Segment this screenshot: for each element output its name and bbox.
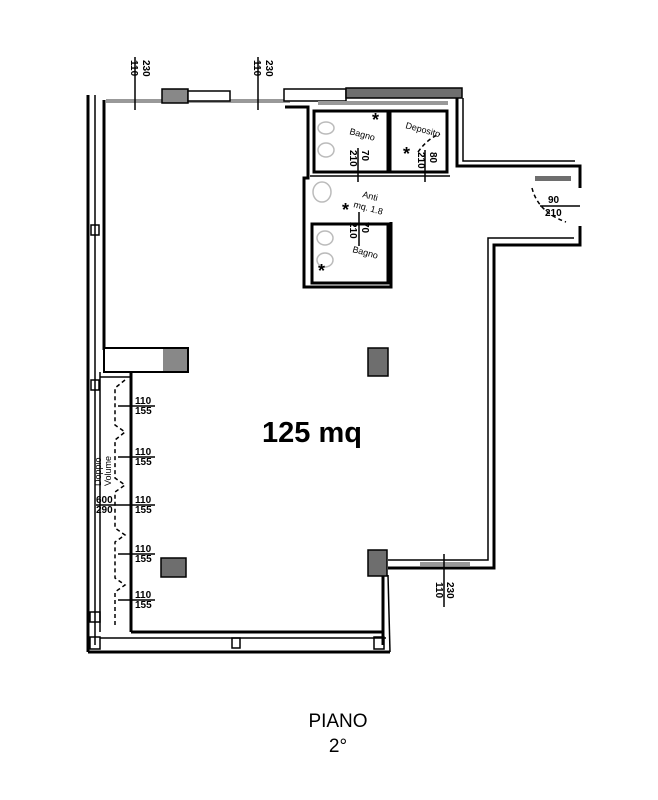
floor-label: PIANO	[308, 711, 367, 732]
dim-value: 290	[96, 505, 113, 516]
area-label: 125 mq	[262, 417, 362, 449]
dim-value: 155	[135, 457, 152, 468]
door-dimension-bagno-bottom: 210 70	[347, 212, 370, 246]
door-dimension-deposito: 210 80	[415, 150, 438, 182]
room-area-anti: mq. 1.8	[352, 199, 384, 216]
floor-number: 2°	[329, 736, 347, 757]
door-dimension-bagno-top: 210 70	[347, 148, 370, 182]
dim-value: 210	[347, 150, 358, 167]
pillar	[367, 347, 389, 377]
dim-value: 110	[135, 495, 152, 506]
dim-value: 110	[135, 447, 152, 458]
svg-text:110: 110	[128, 60, 139, 77]
dim-value: 155	[135, 554, 152, 565]
dim-value: 110	[251, 60, 262, 77]
service-block: * * * *	[285, 105, 450, 289]
dim-value: 70	[359, 150, 370, 162]
dim-value: 110	[135, 590, 152, 601]
dim-value: 70	[359, 222, 370, 234]
dim-value: 230	[444, 582, 455, 599]
dim-value: 80	[427, 152, 438, 164]
left-exterior-wall	[86, 95, 106, 652]
bottom-exterior-wall	[88, 630, 390, 654]
top-wall	[106, 87, 463, 105]
dim-value: 210	[545, 208, 562, 219]
bottom-right-window-dimension: 110 230	[420, 554, 470, 607]
room-label-doppio: Doppio	[93, 457, 103, 486]
dim-value: 90	[548, 195, 560, 206]
dim-value: 230	[140, 60, 151, 77]
entrance-door-dimension: 90 210	[540, 195, 580, 219]
dim-value: 110	[135, 396, 152, 407]
dim-value: 155	[135, 406, 152, 417]
dim-value: 110	[433, 582, 444, 599]
top-window-2-dimension: 110 230	[251, 57, 274, 110]
top-window-1-dimension: 110 230	[128, 57, 151, 110]
dim-value: 210	[415, 152, 426, 169]
vent-symbol: *	[403, 144, 410, 164]
svg-text:230: 230	[263, 60, 274, 77]
vent-symbol: *	[318, 261, 325, 281]
dim-value: 155	[135, 600, 152, 611]
dim-value: 210	[347, 222, 358, 239]
room-label-bagno: Bagno	[351, 244, 379, 260]
dim-value: 110	[135, 544, 152, 555]
pillar	[367, 549, 388, 577]
dim-value: 155	[135, 505, 152, 516]
dim-value: 600	[96, 495, 113, 506]
vent-symbol: *	[372, 110, 379, 130]
svg-text:110: 110	[251, 60, 262, 77]
room-label-anti: Anti	[361, 189, 379, 203]
dim-value: 230	[263, 60, 274, 77]
right-exterior-wall	[381, 98, 582, 653]
double-volume-area: Doppio Volume	[93, 347, 189, 632]
svg-text:230: 230	[140, 60, 151, 77]
pillar	[160, 557, 187, 578]
room-label-deposito: Deposito	[404, 120, 441, 139]
dim-value: 110	[128, 60, 139, 77]
vent-symbol: *	[342, 200, 349, 220]
room-label-volume: Volume	[103, 456, 113, 486]
